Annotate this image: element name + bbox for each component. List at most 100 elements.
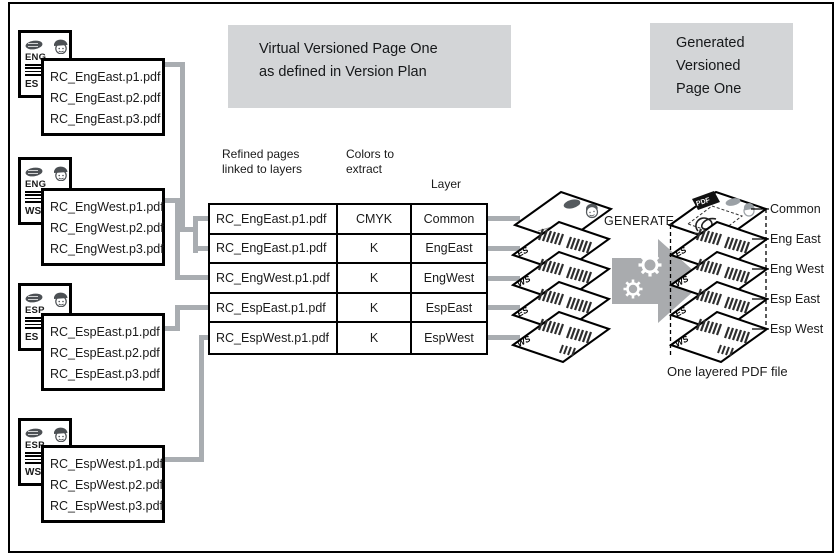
connector-line: [175, 275, 209, 280]
connector-line: [175, 198, 180, 280]
layer-label-espwest: Esp West: [770, 322, 824, 336]
layer-label-espeast: Esp East: [770, 292, 821, 306]
gear-icon: [623, 253, 662, 299]
region-label: ES: [25, 332, 39, 343]
connector-line: [487, 305, 520, 310]
file-name: RC_EngEast.p3.pdf: [50, 112, 161, 126]
file-list-box-espwest: RC_EspWest.p1.pdf RC_EspWest.p2.pdf RC_E…: [41, 445, 165, 523]
operator-face-icon: [54, 166, 68, 181]
connector-bracket: [193, 216, 198, 253]
connector-line: [175, 305, 180, 331]
stack-page-espwest: WS: [510, 310, 612, 364]
table-cell: RC_EspWest.p1.pdf: [210, 323, 338, 353]
table-cell: RC_EngEast.p1.pdf: [210, 205, 338, 235]
page-region-label: ES: [515, 244, 530, 258]
page-region-label: ES: [673, 304, 688, 318]
layer-label-common: Common: [770, 202, 821, 216]
table-cell: K: [338, 234, 412, 265]
pdf-tag-label: PDF: [695, 197, 711, 208]
operator-face-icon: [54, 39, 68, 54]
file-name: RC_EspEast.p1.pdf: [50, 325, 160, 339]
generated-title-box: Generated Versioned Page One: [650, 23, 793, 110]
table-cell: Common: [412, 205, 486, 235]
connector-line: [163, 62, 185, 67]
connector-line: [199, 335, 209, 340]
file-name: RC_EspWest.p2.pdf: [50, 478, 164, 492]
table-cell: EngWest: [412, 264, 486, 294]
table-cell: RC_EspEast.p1.pdf: [210, 293, 338, 324]
connector-line: [193, 246, 209, 251]
language-label: ENG: [25, 52, 47, 63]
region-label: WS: [25, 206, 42, 217]
file-name: RC_EspEast.p2.pdf: [50, 346, 160, 360]
text-lines-icon: [25, 191, 52, 204]
diagram-border: [8, 2, 834, 553]
layer-label-engeast: Eng East: [770, 232, 821, 246]
column-header-colors: Colors to extract: [346, 147, 395, 176]
language-label: ESP: [25, 440, 45, 451]
connector-line: [163, 326, 180, 331]
file-list-box-engwest: RC_EngWest.p1.pdf RC_EngWest.p2.pdf RC_E…: [41, 188, 165, 266]
column-header-refined-pages: Refined pages linked to layers: [222, 147, 303, 176]
file-name: RC_EspEast.p3.pdf: [50, 367, 160, 381]
language-label: ESP: [25, 305, 45, 316]
file-name: RC_EngEast.p2.pdf: [50, 91, 161, 105]
operator-face-icon: [54, 292, 68, 307]
pdf-tag: [692, 191, 720, 210]
output-caption: One layered PDF file: [667, 364, 788, 379]
region-label: WS: [25, 467, 42, 478]
connector-line: [487, 246, 520, 251]
table-cell: EspEast: [412, 294, 486, 324]
file-name: RC_EspWest.p3.pdf: [50, 499, 164, 513]
text-lines-icon: [25, 317, 52, 330]
page-region-label: ES: [515, 304, 530, 318]
table-cell: RC_EngWest.p1.pdf: [210, 264, 338, 294]
table-cell: EspWest: [424, 331, 474, 346]
hand-icon: [563, 199, 581, 209]
table-cell: K: [338, 264, 412, 294]
layer-tick-lines: [751, 208, 769, 330]
operator-face-icon: [585, 203, 599, 219]
connector-line: [193, 216, 209, 221]
connector-line: [180, 227, 197, 232]
process-arrow-icon: [612, 239, 705, 323]
connector-line: [487, 335, 520, 340]
column-header-layer: Layer: [431, 177, 462, 191]
virtual-plan-title-box: Virtual Versioned Page One as defined in…: [228, 25, 511, 108]
language-label: ENG: [25, 179, 47, 190]
region-label: ES: [25, 79, 39, 90]
connector-line: [487, 276, 520, 281]
hand-icon: [25, 166, 68, 181]
hand-icon: [25, 427, 68, 442]
connector-line: [199, 335, 204, 462]
generated-title: Generated Versioned Page One: [676, 35, 745, 97]
file-name: RC_EngWest.p2.pdf: [50, 221, 164, 235]
table-cell: K: [338, 323, 412, 353]
text-lines-icon: [25, 452, 52, 465]
hand-icon: [725, 198, 741, 206]
connector-line: [163, 198, 180, 203]
file-list-box-engeast: RC_EngEast.p1.pdf RC_EngEast.p2.pdf RC_E…: [41, 58, 165, 136]
connector-line: [175, 305, 209, 310]
generate-label: GENERATE: [604, 214, 675, 228]
operator-face-icon: [54, 427, 68, 442]
file-name: RC_EngWest.p1.pdf: [50, 200, 164, 214]
file-name: RC_EngWest.p3.pdf: [50, 242, 164, 256]
file-name: RC_EspWest.p1.pdf: [50, 457, 164, 471]
connector-line: [180, 62, 185, 232]
connector-line: [163, 457, 204, 462]
table-cell: EngEast: [412, 235, 486, 265]
table-cell: K: [338, 293, 412, 324]
output-page-stack: PDF ES WS: [667, 190, 770, 364]
file-list-box-espeast: RC_EspEast.p1.pdf RC_EspEast.p2.pdf RC_E…: [41, 313, 165, 391]
page-region-label: ES: [673, 244, 688, 258]
layer-label-engwest: Eng West: [770, 262, 824, 276]
table-cell: RC_EngEast.p1.pdf: [210, 234, 338, 265]
text-lines-icon: [25, 64, 52, 77]
virtual-plan-title: Virtual Versioned Page One as defined in…: [259, 41, 438, 80]
connector-line: [487, 216, 520, 221]
file-name: RC_EngEast.p1.pdf: [50, 70, 161, 84]
hand-icon: [25, 39, 68, 54]
virtual-page-stack: ES WS ES WS: [510, 190, 614, 364]
